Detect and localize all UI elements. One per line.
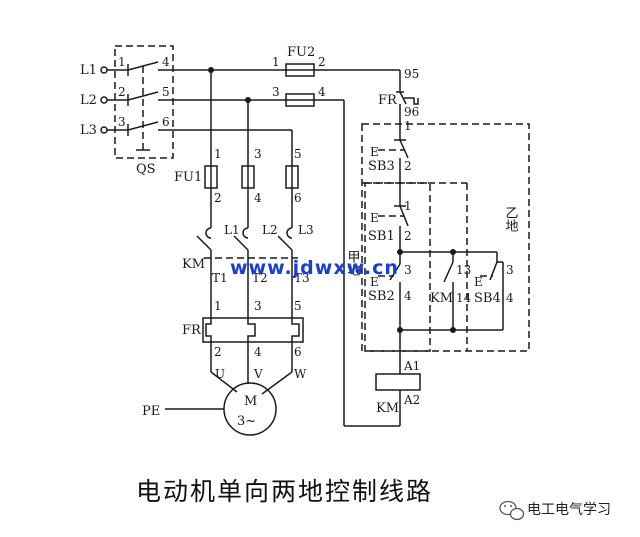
km-aux-14: 14 [456,291,472,305]
km-term-l1: L1 [224,223,240,237]
qs-term-2: 2 [118,85,126,99]
watermark: www.jdwxw.cn [230,257,399,279]
motor-v: V [253,367,263,381]
qs-label: QS [136,162,156,177]
supply-lines: L1 L2 L3 [80,63,128,138]
sb3-label: SB3 [368,159,395,174]
km-term-l2: L2 [262,223,278,237]
bus-wiring [158,67,293,166]
motor-phase: 3~ [237,414,256,429]
sb1-e: E [370,211,379,225]
fu1-term-2: 2 [214,191,222,205]
sb2-e: E [370,275,379,289]
coil-label: KM [376,401,399,416]
motor-m: M [244,394,257,409]
site-yi-box [361,123,530,352]
page-title: 电动机单向两地控制线路 [136,477,433,506]
fu1-fuses: FU1 1 3 5 2 4 6 [174,147,302,228]
fu1-label: FU1 [174,170,202,185]
coil-a2: A2 [403,393,420,407]
fr-term-1: 1 [214,299,222,313]
sb3-term-1: 1 [404,119,412,133]
site-yi-label: 乙地 [503,206,519,232]
control-circuit: 95 FR 96 1 E SB3 2 1 E SB1 2 3 [345,67,530,426]
fr-thermal-relay: FR 1 3 5 2 4 6 [182,299,304,359]
motor-w: W [294,367,307,381]
km-term-l3: L3 [298,223,314,237]
qs-term-6: 6 [162,115,170,129]
qs-term-5: 5 [162,85,170,99]
wechat-icon [499,500,525,521]
fr-term-5: 5 [294,299,302,313]
fr-term-3: 3 [254,299,262,313]
fr-contact-label: FR [378,93,398,108]
km-aux-label: KM [430,291,453,306]
coil-a1: A1 [403,359,420,373]
sb1-term-2: 2 [404,229,412,243]
label-l3: L3 [80,123,97,138]
km-aux-13: 13 [456,263,471,277]
sb1-label: SB1 [368,229,395,244]
fu2-fuses: FU2 1 2 3 4 [272,45,401,427]
km-term-t3: T3 [294,271,310,285]
motor-pe: PE [142,404,160,419]
sb2-term-4: 4 [404,289,412,303]
sb4-label: SB4 [474,291,501,306]
sb3-term-2: 2 [404,159,412,173]
label-l2: L2 [80,93,97,108]
fu1-term-4: 4 [254,191,262,205]
sb4-e: E [474,275,483,289]
sb3-e: E [370,145,379,159]
fr-term-6: 6 [294,345,302,359]
fr-main-label: FR [182,323,202,338]
sb4-term-3: 3 [506,263,514,277]
km-term-t1: T1 [212,271,228,285]
fr-term-95: 95 [404,67,419,81]
fr-term-2: 2 [214,345,222,359]
brand-label: 电工电气学习 [527,502,611,518]
qs-term-3: 3 [118,115,126,129]
qs-term-1: 1 [118,55,126,69]
label-l1: L1 [80,63,97,78]
qs-switch: 1 2 3 4 5 6 QS [114,45,174,177]
fr-term-96: 96 [404,105,419,119]
km-term-t2: T2 [252,271,268,285]
site-jia-label: 甲地 [345,250,361,276]
fu2-term-3: 3 [272,85,280,99]
sb2-term-3: 3 [404,263,412,277]
km-main-label: KM [182,257,205,272]
brand-badge: 电工电气学习 [499,500,611,521]
fu1-term-1: 1 [214,147,222,161]
sb2-label: SB2 [368,289,395,304]
site-jia-box [364,182,431,352]
motor: U V W M 3~ PE [142,342,307,436]
fu2-term-4: 4 [318,85,326,99]
fu1-term-5: 5 [294,147,302,161]
fu2-label: FU2 [287,45,315,60]
motor-u: U [215,367,225,381]
km-coil [375,373,421,391]
sb1-term-1: 1 [404,199,412,213]
fr-term-4: 4 [254,345,262,359]
sb4-term-4: 4 [506,291,514,305]
fu1-term-6: 6 [294,191,302,205]
km-main-contacts: L1 L2 L3 KM T1 T2 T3 [182,223,314,318]
qs-term-4: 4 [162,55,170,69]
fu2-term-1: 1 [272,55,280,69]
fu2-term-2: 2 [318,55,326,69]
fu1-term-3: 3 [254,147,262,161]
